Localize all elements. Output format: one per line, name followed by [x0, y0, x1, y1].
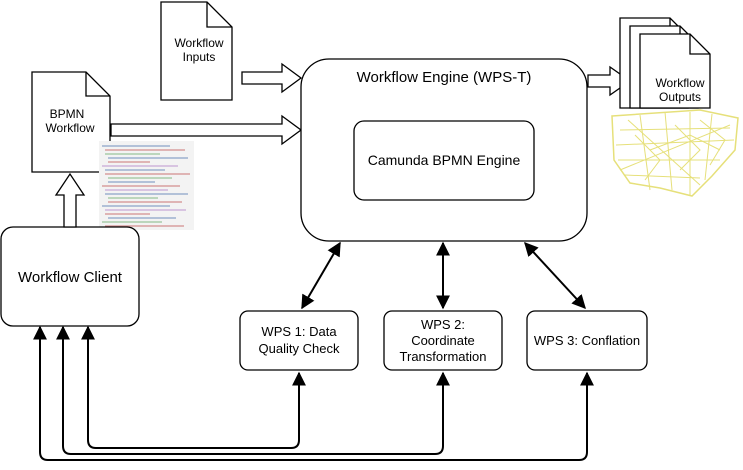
street-map-thumbnail: [611, 109, 739, 197]
client-wps1-connector: [81, 325, 306, 449]
client-wps-connectors: [33, 325, 594, 461]
outputs-label-line2: Outputs: [659, 90, 701, 104]
wps2-label-line2: Coordinate: [411, 333, 475, 348]
bpmn-label-line2: Workflow: [45, 121, 94, 135]
client-to-bpmn-arrow: [54, 172, 86, 228]
bpmn-to-engine-arrow: [110, 114, 303, 146]
wps2-label-line1: WPS 2:: [421, 317, 465, 332]
inputs-to-engine-arrow: [241, 62, 303, 94]
wps1-label-line2: Quality Check: [259, 341, 340, 356]
wps3-box: WPS 3: Conflation: [526, 310, 648, 371]
engine-wps1-arrow: [301, 241, 341, 310]
bpmn-label-line1: BPMN: [50, 107, 85, 121]
inputs-label-line2: Inputs: [183, 50, 216, 64]
client-wps3-connector: [33, 325, 594, 461]
bpmn-xml-thumbnail: [99, 141, 194, 230]
workflow-outputs-documents: Workflow Outputs: [619, 17, 711, 109]
wps2-box: WPS 2: Coordinate Transformation: [383, 310, 503, 371]
camunda-engine-box: [353, 120, 535, 201]
engine-wps3-arrow: [524, 241, 586, 310]
workflow-client-label: Workflow Client: [18, 269, 123, 286]
wps2-label-line3: Transformation: [400, 349, 487, 364]
workflow-engine-box: Workflow Engine (WPS-T) Camunda BPMN Eng…: [300, 58, 588, 242]
inputs-label-line1: Workflow: [174, 36, 223, 50]
wps1-box: WPS 1: Data Quality Check: [239, 310, 359, 371]
engine-title: Workflow Engine (WPS-T): [357, 69, 532, 86]
client-wps2-connector: [56, 325, 450, 455]
wps3-label-line1: WPS 3: Conflation: [534, 333, 640, 348]
wps1-label-line1: WPS 1: Data: [261, 324, 337, 339]
camunda-engine-label: Camunda BPMN Engine: [368, 152, 521, 168]
workflow-inputs-document: Workflow Inputs: [160, 1, 233, 101]
outputs-label-line1: Workflow: [655, 76, 704, 90]
bpmn-workflow-document: BPMN Workflow: [31, 71, 111, 173]
workflow-client-box: Workflow Client: [0, 226, 140, 327]
